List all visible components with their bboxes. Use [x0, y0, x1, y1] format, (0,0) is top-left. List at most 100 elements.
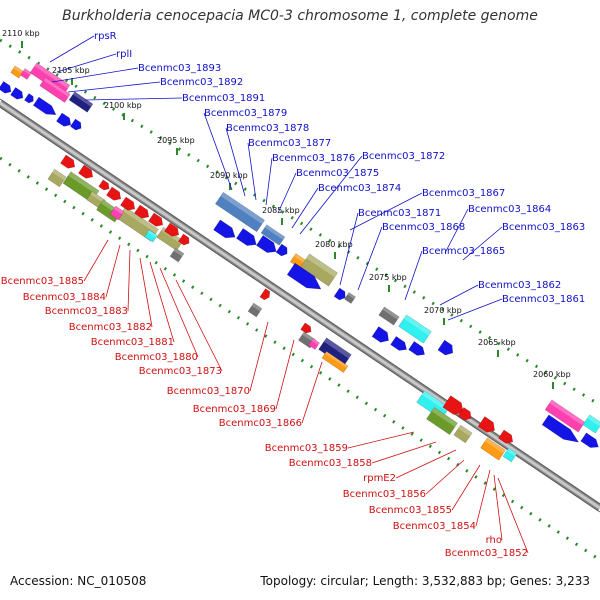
forward-label-leader — [349, 192, 423, 231]
gene-arrow — [333, 287, 346, 301]
gene-arrow — [164, 222, 180, 237]
reverse-label-leader — [249, 321, 269, 392]
label-leaders — [49, 35, 529, 554]
reverse-label-leader — [105, 244, 121, 298]
gene-arrow — [457, 407, 472, 421]
gene-block — [582, 414, 600, 434]
gene-arrow — [148, 212, 164, 227]
gene-arrow — [236, 228, 257, 246]
reverse-label-leader — [475, 469, 491, 527]
forward-gene-label: Bcenmc03_1862 — [478, 280, 561, 291]
genome-summary-text: Topology: circular; Length: 3,532,883 bp… — [260, 574, 590, 588]
gene-block — [398, 314, 432, 344]
kbp-tick-label: 2090 kbp — [210, 171, 248, 180]
reverse-label-leader — [451, 464, 481, 511]
forward-label-leader — [447, 298, 503, 321]
reverse-gene-label: Bcenmc03_1866 — [219, 418, 302, 429]
forward-gene-label: Bcenmc03_1892 — [160, 77, 243, 88]
forward-label-leader — [439, 284, 479, 306]
gene-arrow — [371, 326, 389, 343]
gene-arrow — [78, 164, 94, 179]
accession-text: Accession: NC_010508 — [10, 574, 147, 588]
reverse-gene-label: Bcenmc03_1869 — [193, 404, 276, 415]
kbp-tick-label: 2070 kbp — [424, 306, 462, 315]
reverse-gene-label: Bcenmc03_1881 — [91, 337, 174, 348]
gene-arrow — [24, 93, 34, 104]
gene-arrow — [390, 336, 407, 351]
reverse-gene-label: Bcenmc03_1856 — [343, 489, 426, 500]
reverse-label-leader — [497, 477, 529, 554]
kbp-tick-label: 2065 kbp — [478, 338, 516, 347]
reverse-label-leader — [301, 361, 323, 424]
gene-block — [260, 224, 286, 246]
reverse-label-leader — [175, 279, 223, 372]
forward-gene-label: Bcenmc03_1877 — [248, 138, 331, 149]
reverse-label-leader — [347, 431, 415, 449]
reverse-label-leader — [395, 449, 457, 479]
gene-block — [426, 407, 458, 435]
gene-arrow — [98, 179, 110, 191]
forward-label-leader — [84, 97, 183, 101]
reverse-label-leader — [371, 441, 437, 464]
kbp-tick-label: 2085 kbp — [262, 206, 300, 215]
gene-arrow — [442, 395, 464, 415]
forward-label-leader — [277, 172, 297, 214]
gene-arrow — [498, 429, 514, 444]
gene-block — [480, 437, 506, 461]
reverse-gene-label: rpmE2 — [363, 473, 396, 484]
gene-block — [544, 399, 586, 433]
gene-block — [453, 424, 473, 444]
forward-label-leader — [51, 67, 139, 83]
kbp-tick-label: 2075 kbp — [369, 273, 407, 282]
forward-label-leader — [357, 226, 383, 291]
gene-labels: rpsR rplI Bcenmc03_1893Bcenmc03_1892Bcenmc… — [1, 31, 586, 559]
forward-gene-label: Bcenmc03_1867 — [422, 188, 505, 199]
forward-label-leader — [291, 187, 319, 229]
reverse-label-leader — [127, 249, 131, 312]
forward-label-leader — [339, 212, 359, 286]
gene-block — [321, 351, 349, 373]
kbp-tick-label: 2100 kbp — [104, 101, 142, 110]
gene-arrow — [541, 414, 580, 443]
reverse-gene-label: Bcenmc03_1858 — [289, 458, 372, 469]
reverse-label-leader — [83, 239, 109, 282]
gene-block — [169, 247, 185, 263]
gene-block — [39, 77, 71, 103]
reverse-gene-label: Bcenmc03_1855 — [369, 505, 452, 516]
reverse-label-leader — [493, 474, 503, 541]
gene-arrow — [56, 112, 72, 127]
forward-label-leader — [299, 155, 363, 235]
forward-gene-label: rpsR — [94, 31, 117, 42]
reverse-gene-label: Bcenmc03_1883 — [45, 306, 128, 317]
forward-gene-label: Bcenmc03_1874 — [318, 183, 401, 194]
gene-block — [378, 306, 400, 326]
gene-arrow — [177, 233, 190, 246]
forward-gene-label: rplI — [116, 49, 132, 60]
forward-gene-label: Bcenmc03_1864 — [468, 204, 551, 215]
forward-gene-label: Bcenmc03_1872 — [362, 151, 445, 162]
forward-label-leader — [56, 53, 117, 73]
gene-arrow — [275, 243, 288, 257]
forward-label-leader — [462, 226, 503, 261]
reverse-gene-label: Bcenmc03_1870 — [167, 386, 250, 397]
gene-block — [308, 338, 320, 350]
gene-block — [10, 65, 24, 79]
forward-gene-label: Bcenmc03_1876 — [272, 153, 355, 164]
forward-gene-label: Bcenmc03_1863 — [502, 222, 585, 233]
reverse-gene-label: Bcenmc03_1859 — [265, 443, 348, 454]
reverse-gene-label: Bcenmc03_1885 — [1, 276, 84, 287]
kbp-tick-label: 2110 kbp — [2, 29, 40, 38]
forward-gene-label: Bcenmc03_1861 — [502, 294, 585, 305]
forward-gene-label: Bcenmc03_1893 — [138, 63, 221, 74]
gene-arrow — [256, 235, 277, 253]
kbp-tick-label: 2060 kbp — [533, 370, 571, 379]
forward-label-leader — [67, 81, 161, 93]
reverse-gene-label: Bcenmc03_1882 — [69, 322, 152, 333]
gene-block — [215, 191, 265, 233]
reverse-gene-label: Bcenmc03_1873 — [139, 366, 222, 377]
forward-label-leader — [404, 250, 423, 301]
forward-label-leader — [265, 157, 273, 206]
gene-arrow — [408, 341, 425, 356]
